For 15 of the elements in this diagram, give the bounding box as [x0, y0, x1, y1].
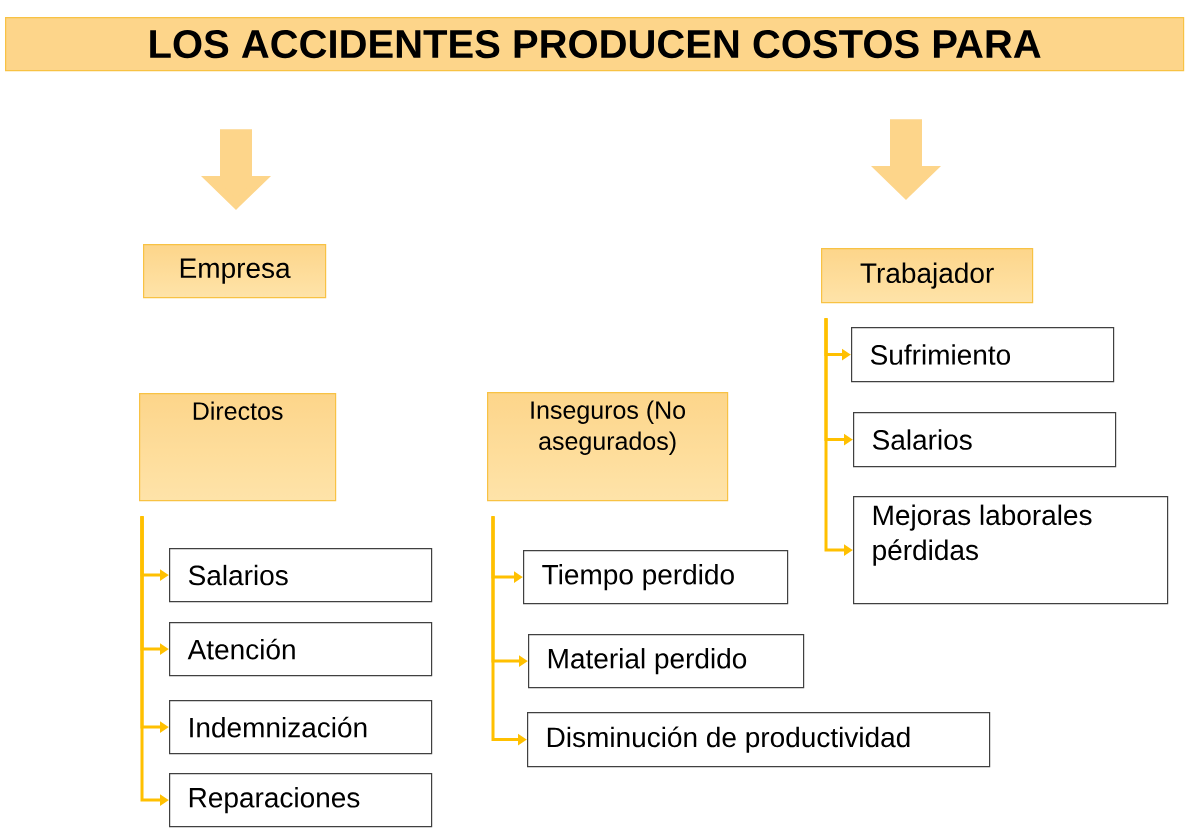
item-box: Mejoras laborales pérdidas [853, 496, 1169, 605]
item-box: Reparaciones [169, 773, 433, 828]
item-box: Tiempo perdido [523, 550, 789, 605]
category-box: Trabajador [821, 248, 1034, 304]
item-box: Indemnización [169, 700, 433, 755]
category-box: Inseguros (No asegurados) [487, 392, 729, 502]
item-box: Material perdido [528, 634, 805, 689]
category-box: Empresa [143, 244, 327, 299]
item-box: Atención [169, 622, 433, 677]
item-box: Salarios [853, 412, 1117, 468]
title-banner: LOS ACCIDENTES PRODUCEN COSTOS PARA [5, 17, 1185, 72]
item-box: Disminución de productividad [527, 712, 991, 768]
item-box: Sufrimiento [851, 327, 1115, 383]
category-box: Directos [139, 393, 337, 502]
item-box: Salarios [169, 548, 433, 603]
